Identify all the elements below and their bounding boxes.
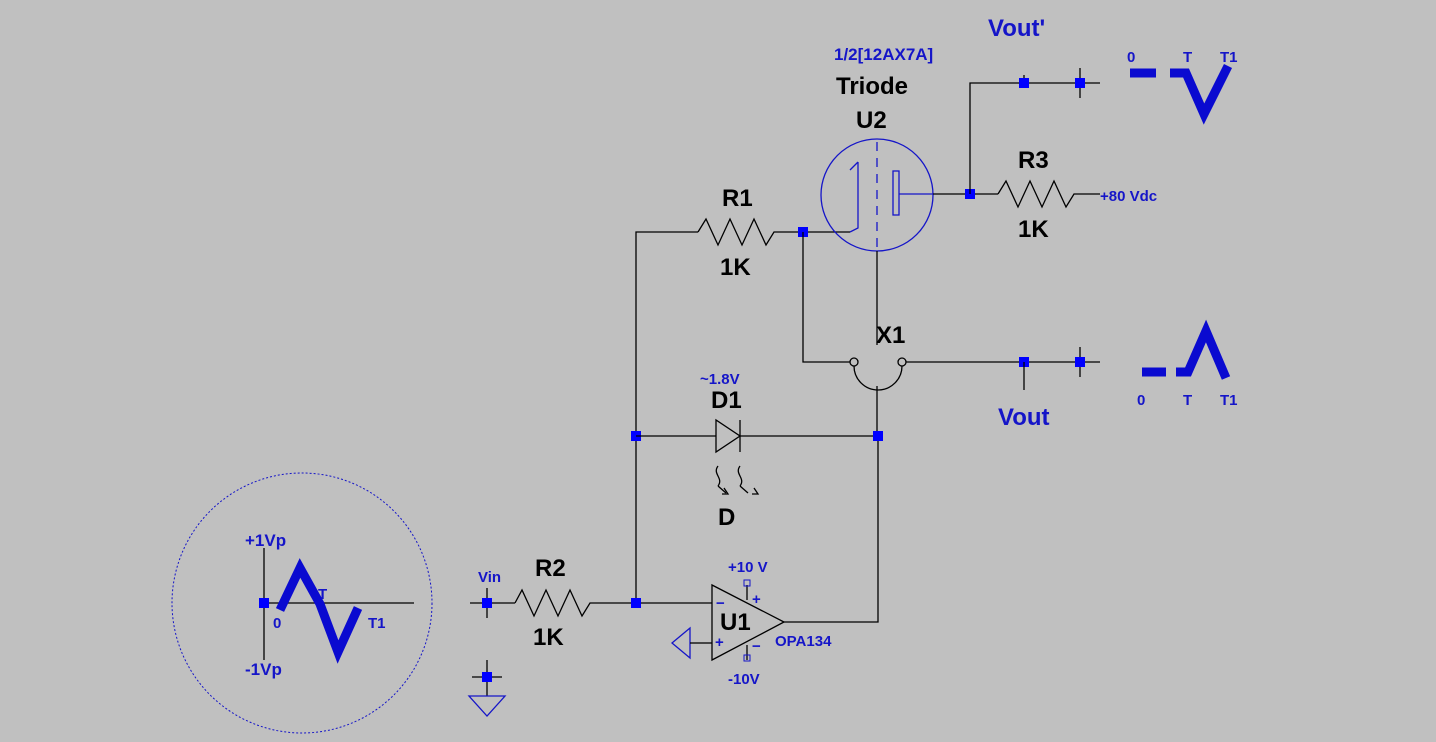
diode-cathode-node	[873, 431, 883, 441]
svg-text:−: −	[752, 638, 761, 655]
vout-prime-t-label: T	[1183, 49, 1192, 66]
ground-symbol	[467, 660, 507, 717]
vout-t1-label: T1	[1220, 392, 1238, 409]
u1-ref-label: U1	[720, 609, 751, 636]
opamp-ground-symbol	[670, 626, 691, 660]
ground-triangle	[467, 695, 507, 717]
r2-value-label: 1K	[533, 624, 564, 651]
r3-ref-label: R3	[1018, 147, 1049, 174]
r3-supply-label: +80 Vdc	[1100, 188, 1157, 205]
vout-prime-waveform: 0 T T1	[1127, 49, 1238, 125]
vout-prime-node	[1019, 78, 1029, 88]
vout-prime-label: Vout'	[988, 15, 1045, 42]
svg-text:−: −	[716, 595, 725, 612]
resistor-r1: R1 1K	[697, 185, 850, 281]
x1-connector: X1 Vout	[802, 232, 1100, 436]
resistor-r2: R2 1K	[514, 555, 636, 651]
input-triangle-wave	[275, 558, 363, 664]
u2-ref-label: U2	[856, 107, 887, 134]
u2-type-label: Triode	[836, 73, 908, 100]
x1-ref-label: X1	[876, 322, 905, 349]
input-waveform: +1Vp -1Vp 0 T T1	[171, 472, 433, 734]
input-wave-origin-node	[259, 598, 269, 608]
vout-t-label: T	[1183, 392, 1192, 409]
svg-text:+: +	[752, 591, 761, 608]
vout-waveform: 0 T T1	[1137, 319, 1238, 409]
u1-vplus-label: +10 V	[728, 559, 768, 576]
source-dashed-circle	[171, 472, 433, 734]
x1-arc	[853, 365, 903, 391]
opamp-u1: − + + − U1 OPA134 +10 V -10V	[636, 436, 879, 688]
d1-type-label: D	[718, 504, 735, 531]
plate-circuit: Vout'	[933, 15, 1100, 199]
triode-u2: 1/2[12AX7A] Triode U2	[820, 45, 934, 345]
triode-plate	[892, 170, 900, 216]
u2-model-label: 1/2[12AX7A]	[834, 45, 933, 64]
input-t0-label: 0	[273, 615, 281, 632]
r3-value-label: 1K	[1018, 216, 1049, 243]
input-neg-peak-label: -1Vp	[245, 660, 282, 679]
vout-prime-t1-label: T1	[1220, 49, 1238, 66]
vout-port-node	[1075, 357, 1085, 367]
d1-ref-label: D1	[711, 387, 742, 414]
vin-port: Vin	[470, 569, 515, 618]
d1-voltage-label: ~1.8V	[700, 371, 740, 388]
feedback-wires	[631, 231, 698, 608]
vout-label: Vout	[998, 404, 1050, 431]
diode-d1: ~1.8V D1 D	[636, 371, 883, 531]
opamp-triangle	[711, 583, 786, 662]
input-t1-label: T1	[368, 615, 386, 632]
input-t-label: T	[318, 586, 327, 603]
r2-ref-label: R2	[535, 555, 566, 582]
vout-t0-label: 0	[1137, 392, 1145, 409]
r1-value-label: 1K	[720, 254, 751, 281]
opamp-inv-node	[631, 598, 641, 608]
r1-ref-label: R1	[722, 185, 753, 212]
svg-text:+: +	[715, 634, 724, 651]
u1-vminus-label: -10V	[728, 671, 760, 688]
input-pos-peak-label: +1Vp	[245, 531, 286, 550]
resistor-r3: R3 1K +80 Vdc	[997, 147, 1157, 243]
vin-node	[482, 598, 492, 608]
vout-prime-t0-label: 0	[1127, 49, 1135, 66]
vout-prime-port-node	[1075, 78, 1085, 88]
diode-triangle	[715, 418, 742, 454]
u1-model-label: OPA134	[775, 633, 832, 650]
vin-label: Vin	[478, 569, 501, 586]
